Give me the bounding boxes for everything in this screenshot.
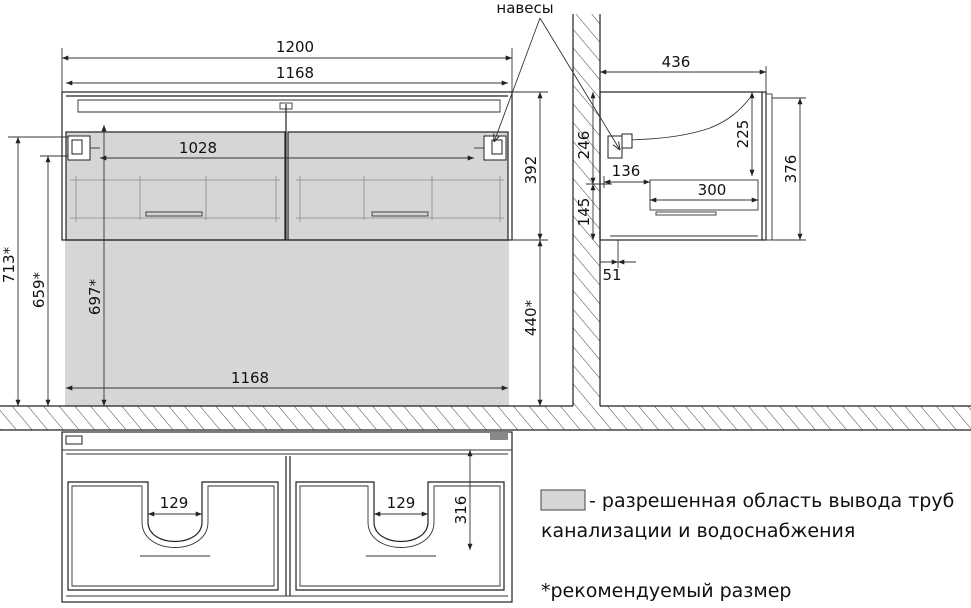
drawer-front-right xyxy=(287,131,509,241)
dim-129-right: 129 xyxy=(387,494,416,512)
dim-129-left: 129 xyxy=(160,494,189,512)
side-view: 436 246 145 225 376 136 300 51 xyxy=(575,53,806,284)
legend-zone-line1: - разрешенная область вывода труб xyxy=(589,490,954,512)
dim-1168-zone: 1168 xyxy=(231,369,269,387)
legend: - разрешенная область вывода труб канали… xyxy=(540,489,954,602)
dim-659: 659* xyxy=(30,271,48,308)
legend-swatch xyxy=(540,489,586,511)
plan-outline xyxy=(61,431,513,603)
dim-1168-top: 1168 xyxy=(276,64,314,82)
dim-145: 145 xyxy=(575,198,593,227)
dim-51: 51 xyxy=(602,266,621,284)
dim-1028: 1028 xyxy=(179,139,217,157)
dim-392: 392 xyxy=(522,156,540,185)
legend-note: *рекомендуемый размер xyxy=(541,580,791,602)
dim-697: 697* xyxy=(86,278,104,315)
hinges-callout: навесы xyxy=(494,0,620,150)
hinge-left-icon xyxy=(67,135,100,161)
dim-225: 225 xyxy=(734,120,752,149)
dim-440: 440* xyxy=(522,299,540,336)
dim-376: 376 xyxy=(782,155,800,184)
plan-view: 129 129 316 xyxy=(61,431,513,603)
front-view: 1200 1168 1028 713* 659* 697* 392 440* 1… xyxy=(0,38,548,406)
side-hinge-icon xyxy=(607,133,633,159)
cabinet-body xyxy=(61,91,513,241)
dim-246: 246 xyxy=(575,131,593,160)
dim-300: 300 xyxy=(698,181,727,199)
legend-zone-line2: канализации и водоснабжения xyxy=(541,520,855,542)
pipe-zone-area xyxy=(65,240,509,406)
hinges-label: навесы xyxy=(496,0,553,17)
drawer-box-right xyxy=(295,481,505,591)
dim-136: 136 xyxy=(612,162,641,180)
drawer-box-left xyxy=(67,481,279,591)
dim-1200: 1200 xyxy=(276,38,314,56)
dim-436: 436 xyxy=(662,53,691,71)
dim-713: 713* xyxy=(0,246,18,283)
dim-316: 316 xyxy=(452,496,470,525)
